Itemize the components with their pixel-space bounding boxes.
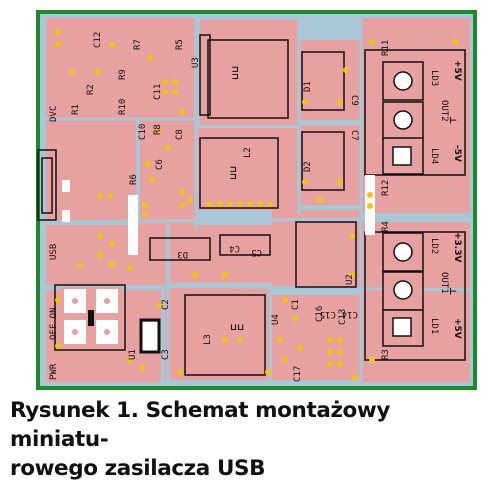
label-out1: OUT1 (439, 272, 449, 294)
label-r11: R11 (381, 40, 391, 56)
inductor-symbol-l2: ⊔⊔ (229, 166, 239, 180)
switch-pads (60, 287, 122, 347)
label-ld2: LD2 (429, 238, 439, 254)
label-c10: C10 (138, 124, 148, 140)
inductor-l2-outline (199, 137, 279, 209)
label-plus5v-a: +5V (452, 60, 462, 81)
terminal-out1-outline (364, 231, 466, 361)
label-out2: OUT2 (439, 100, 449, 122)
inductor-symbol-l3: ⊔⊔ (230, 323, 244, 333)
label-c14: C14 (342, 309, 358, 319)
label-ld4: LD4 (429, 148, 439, 164)
ic-u2-outline (295, 221, 357, 288)
label-c1: C1 (291, 299, 301, 310)
ic-u3-outline (199, 34, 211, 116)
silkscreen-labels: C12 R7 R5 U3 R11 R10 R9 R1 R2 C11 R8 C10… (49, 32, 462, 382)
label-c7: C7 (349, 130, 359, 141)
switch-outline (54, 284, 126, 351)
component-outlines (37, 34, 466, 376)
label-c2: C2 (161, 299, 171, 310)
label-c11: C11 (153, 84, 163, 100)
label-c8: C8 (175, 129, 185, 140)
label-u1: U1 (128, 349, 138, 360)
label-usb: USB (49, 244, 59, 260)
label-c5: C5 (251, 247, 262, 257)
label-l3: L3 (203, 334, 213, 345)
diode-d3-outline (149, 237, 211, 261)
label-l2: L2 (243, 147, 253, 158)
label-r5: R5 (175, 39, 185, 50)
label-c12: C12 (93, 32, 103, 48)
label-c9: C9 (349, 95, 359, 106)
label-minus5v: -5V (452, 145, 462, 162)
usb-connector-outline (37, 149, 57, 221)
label-r8: R8 (153, 124, 163, 135)
label-d1: D1 (303, 81, 313, 92)
label-dvc: DVC (49, 106, 59, 122)
label-pwr: PWR (49, 363, 59, 380)
label-r12: R12 (381, 180, 391, 196)
label-r4: R4 (381, 221, 391, 232)
label-r3: R3 (381, 349, 391, 360)
label-u2: U2 (345, 274, 355, 285)
figure-caption: Rysunek 1. Schemat montażowy miniatu- ro… (10, 396, 495, 483)
label-d3: D3 (177, 249, 188, 259)
label-ld1: LD1 (429, 318, 439, 334)
label-c6: C6 (155, 159, 165, 170)
usb-connector (41, 157, 70, 222)
label-r10: R10 (118, 99, 128, 115)
solder-pads (55, 29, 458, 381)
label-u3: U3 (191, 57, 201, 68)
terminal-pads (382, 61, 424, 347)
label-gnd-b: ⊥ (447, 287, 457, 295)
pcb-assembly-diagram: C12 R7 R5 U3 R11 R10 R9 R1 R2 C11 R8 C10… (36, 10, 477, 390)
inductor-l1-outline (207, 39, 289, 119)
label-plus5v-b: +5V (452, 318, 462, 339)
terminal-out2-outline (364, 49, 466, 176)
label-d2: D2 (303, 161, 313, 172)
label-c13: C13 (338, 309, 348, 325)
label-c17: C17 (293, 366, 303, 382)
label-u4: U4 (271, 314, 281, 325)
caption-line-1: Rysunek 1. Schemat montażowy miniatu- (10, 398, 391, 452)
label-r7: R7 (133, 39, 143, 50)
inductor-l3-outline (184, 294, 266, 376)
label-c16: C16 (315, 306, 325, 322)
label-plus33v: +3.3V (452, 232, 462, 262)
label-c3: C3 (161, 349, 171, 360)
label-r9: R9 (118, 69, 128, 80)
caption-line-2: rowego zasilacza USB (10, 456, 266, 481)
label-r2: R2 (86, 84, 96, 95)
label-c15: C15 (320, 309, 336, 319)
label-r1: R1 (71, 104, 81, 115)
label-ld3: LD3 (429, 70, 439, 86)
diode-d2-outline (301, 131, 345, 191)
label-c4: C4 (229, 243, 240, 253)
label-off-on: OFF ON (49, 307, 59, 340)
inductor-symbol-l1: ⊔⊔ (231, 66, 241, 80)
label-r6: R6 (129, 174, 139, 185)
cap-c5-outline (219, 234, 271, 256)
diode-d1-outline (301, 51, 345, 111)
label-gnd-a: ⊥ (447, 116, 457, 124)
cap-c2-body (139, 318, 161, 354)
